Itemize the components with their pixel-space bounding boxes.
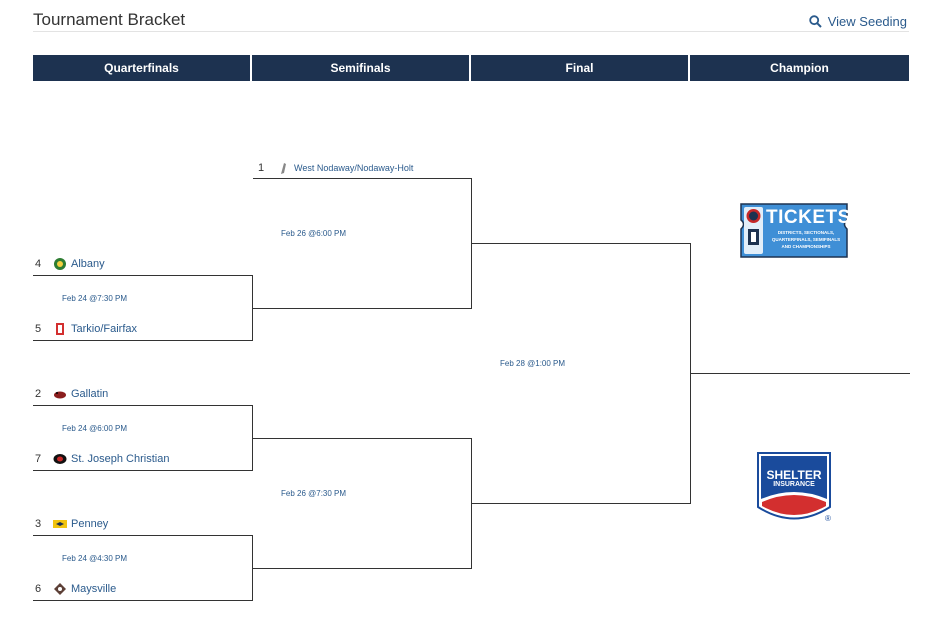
bracket-line: [253, 308, 471, 309]
bracket-line: [252, 405, 253, 471]
tickets-ad-graphic: [740, 203, 848, 258]
team-west-nodaway[interactable]: 1 West Nodaway/Nodaway-Holt: [258, 161, 413, 175]
team-name: Gallatin: [71, 388, 109, 400]
game-time[interactable]: Feb 26 @7:30 PM: [281, 489, 347, 498]
shelter-line2: INSURANCE: [773, 481, 815, 488]
bracket-line: [690, 243, 691, 504]
header-quarterfinals: Quarterfinals: [33, 55, 250, 81]
bracket-line: [253, 178, 471, 179]
view-seeding-label: View Seeding: [827, 14, 907, 29]
team-penney[interactable]: 3 Penney: [35, 517, 108, 531]
game-time[interactable]: Feb 24 @4:30 PM: [62, 554, 128, 563]
team-tarkio-fairfax[interactable]: 5 Tarkio/Fairfax: [35, 322, 137, 336]
game-time[interactable]: Feb 28 @1:00 PM: [500, 359, 566, 368]
team-name: Tarkio/Fairfax: [71, 323, 138, 335]
team-name: Maysville: [71, 583, 117, 595]
round-headers: Quarterfinals Semifinals Final Champion: [33, 55, 909, 81]
bracket-line: [33, 405, 253, 406]
seed: 1: [258, 162, 265, 174]
west-nodaway-logo-icon: [281, 163, 286, 174]
st-joseph-christian-logo-icon: [53, 454, 67, 464]
bracket-line: [33, 600, 253, 601]
seed: 4: [35, 258, 42, 270]
team-name: St. Joseph Christian: [71, 453, 170, 465]
tickets-line2: QUARTERFINALS, SEMIFINALS: [771, 237, 841, 242]
bracket-line: [471, 178, 472, 309]
tickets-headline: TICKETS: [766, 207, 851, 228]
gallatin-logo-icon: [54, 391, 66, 399]
header-semifinals: Semifinals: [252, 55, 469, 81]
game-time[interactable]: Feb 24 @7:30 PM: [62, 294, 128, 303]
tickets-line3: AND CHAMPIONSHIPS: [781, 244, 831, 249]
shelter-insurance-ad[interactable]: SHELTER INSURANCE ®: [757, 452, 835, 526]
bracket-line: [33, 470, 253, 471]
team-name: Albany: [71, 258, 105, 270]
tickets-line1: DISTRICTS, SECTIONALS,: [777, 230, 835, 235]
header-champion: Champion: [690, 55, 909, 81]
search-icon: [809, 15, 822, 28]
seed: 2: [35, 388, 42, 400]
bracket-line: [33, 340, 253, 341]
champion-line: [691, 373, 910, 374]
team-name: Penney: [71, 518, 109, 530]
tarkio-fairfax-logo-icon: [56, 323, 64, 335]
page-title: Tournament Bracket: [33, 10, 186, 29]
bracket-line: [252, 535, 253, 601]
bracket-line: [253, 438, 471, 439]
bracket-line: [472, 243, 690, 244]
bracket-line: [33, 535, 253, 536]
header-final: Final: [471, 55, 688, 81]
penney-logo-icon: [53, 520, 67, 528]
bracket-line: [471, 438, 472, 569]
bracket-line: [33, 275, 253, 276]
bracket-line: [253, 568, 471, 569]
seed: 7: [35, 453, 42, 465]
shelter-registered-mark: ®: [825, 514, 831, 523]
seed: 3: [35, 518, 42, 530]
team-gallatin[interactable]: 2 Gallatin: [35, 387, 108, 401]
bracket-line: [252, 275, 253, 341]
albany-logo-icon: [54, 258, 66, 270]
bracket-line: [472, 503, 690, 504]
team-albany[interactable]: 4 Albany: [35, 257, 105, 271]
team-name: West Nodaway/Nodaway-Holt: [294, 163, 414, 173]
view-seeding-link[interactable]: View Seeding: [809, 14, 907, 29]
seed: 5: [35, 323, 42, 335]
shelter-line1: SHELTER: [766, 468, 822, 482]
tickets-ad[interactable]: TICKETS DISTRICTS, SECTIONALS, QUARTERFI…: [738, 202, 850, 259]
team-st-joseph-christian[interactable]: 7 St. Joseph Christian: [35, 452, 169, 466]
title-divider: [33, 31, 909, 32]
seed: 6: [35, 583, 42, 595]
game-time[interactable]: Feb 24 @6:00 PM: [62, 424, 128, 433]
maysville-logo-icon: [54, 583, 66, 595]
game-time[interactable]: Feb 26 @6:00 PM: [281, 229, 347, 238]
team-maysville[interactable]: 6 Maysville: [35, 582, 116, 596]
shelter-logo-graphic: [757, 452, 831, 520]
